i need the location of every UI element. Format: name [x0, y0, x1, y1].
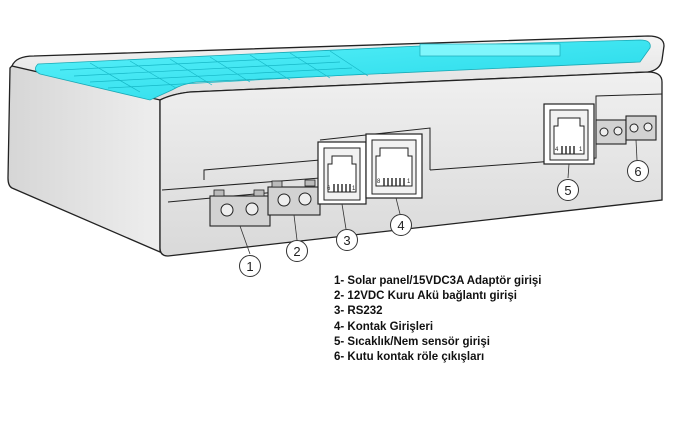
callout-1: 1 [239, 255, 261, 277]
rj-port-5-pin-right: 1 [579, 147, 583, 153]
callout-4: 4 [390, 214, 412, 236]
rj-port-3-pin-right: 1 [352, 186, 356, 192]
rj-port-5-pin-left: 4 [555, 147, 559, 153]
rj-port-5: 4 1 [543, 103, 595, 165]
callout-6: 6 [627, 160, 649, 182]
callout-2: 2 [286, 240, 308, 262]
callout-3: 3 [336, 229, 358, 251]
legend-item-6: 6- Kutu kontak röle çıkışları [334, 351, 485, 364]
legend-item-3: 3- RS232 [334, 305, 383, 318]
legend-item-1: 1- Solar panel/15VDC3A Adaptör girişi [334, 275, 542, 287]
rj-port-3: 6 1 [317, 141, 367, 205]
legend-item-4: 4- Kontak Girişleri [334, 320, 434, 333]
rj-port-4: 8 1 [365, 133, 423, 199]
terminal-block-6 [595, 115, 657, 145]
callout-5: 5 [557, 179, 579, 201]
rj-port-4-pin-right: 1 [407, 179, 411, 185]
legend-item-5: 5- Sıcaklık/Nem sensör girişi [334, 335, 490, 348]
rj-port-4-pin-left: 8 [377, 179, 381, 185]
rj-port-3-pin-left: 6 [327, 186, 331, 192]
keypad-grid [59, 43, 561, 93]
leader-lines [239, 139, 638, 255]
legend-list: 1- Solar panel/15VDC3A Adaptör girişi 2-… [334, 274, 541, 365]
legend-item-2: 2- 12VDC Kuru Akü bağlantı girişi [334, 290, 517, 303]
